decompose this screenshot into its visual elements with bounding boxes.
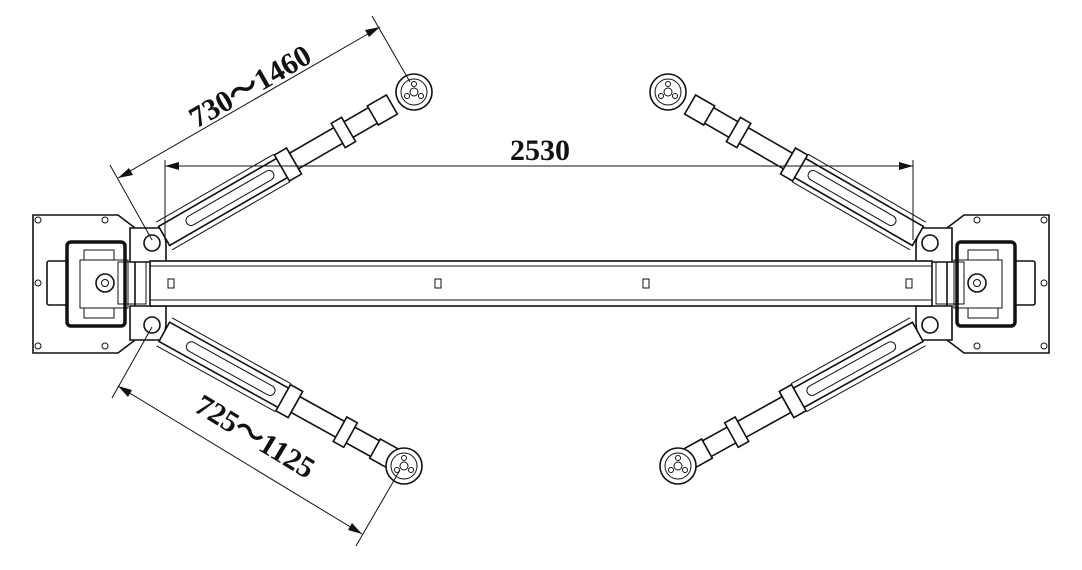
dimension-label-upper-arm: 730～1460 [184, 39, 317, 135]
lift-pad-bottom-right [659, 447, 697, 485]
lift-pad-top-left [395, 73, 433, 111]
dimension-column-span: 2530 [164, 134, 914, 240]
lift-pad-bottom-left [385, 447, 423, 485]
lift-pad-top-right [649, 73, 687, 111]
cross-beam [149, 260, 933, 307]
dimension-label-column-span: 2530 [510, 134, 570, 167]
